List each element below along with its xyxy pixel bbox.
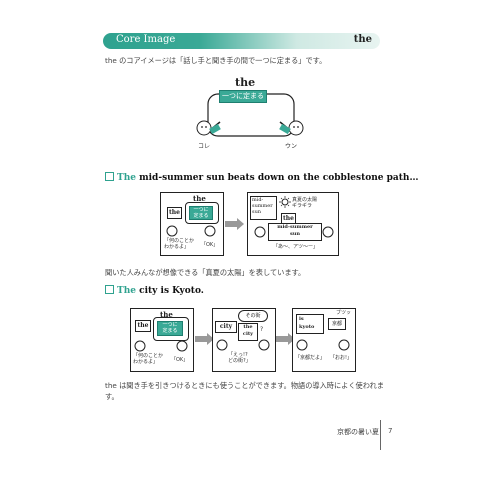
sun-icon	[279, 196, 291, 208]
arrow-right-icon	[225, 218, 244, 230]
right-person-icon	[288, 120, 304, 136]
footer-divider	[380, 420, 381, 450]
s1-p1-the-left: the	[167, 207, 182, 219]
core-left-label: コレ	[198, 143, 211, 150]
core-title: the	[235, 76, 256, 89]
core-illustration	[196, 93, 304, 137]
s1-p1-frame	[185, 202, 219, 224]
footer-title: 京都の暑い夏	[337, 428, 379, 436]
s2-p2-city: city	[215, 321, 237, 333]
s1-p2-word: mid- summer sun	[250, 196, 277, 220]
core-box: 一つに定まる	[219, 90, 267, 103]
s1-p1-question: 「何のことか わかるよ」	[164, 238, 195, 250]
s1-p2-sun-text: 真夏の太陽 ギラギラ	[292, 197, 318, 209]
s2-p3-iskyoto: is kyoto	[296, 314, 324, 334]
s2-p2-people-icon	[216, 339, 270, 351]
core-right-label: ウン	[285, 143, 298, 150]
header-title: Core Image	[116, 34, 176, 45]
s2-p1-box: 一つに 定まる	[157, 321, 183, 336]
s1-p2-people-icon	[254, 226, 334, 238]
s2-p3-people-icon	[296, 339, 350, 351]
s2-p3-kyoto: 京都	[328, 318, 346, 330]
s1-p2-speech: 「あ〜、アツ〜ー」	[273, 244, 319, 250]
s1-p1-the-top: the	[193, 194, 206, 203]
s2-p2-speech: 「えっ!? どの街?」	[228, 352, 251, 364]
s2-p3-puts: ブツッ	[336, 310, 352, 316]
s2-p1-the-left: the	[135, 320, 151, 332]
section2-heading: The city is Kyoto.	[105, 285, 204, 296]
s2-p1-frame	[153, 317, 189, 341]
s1-p1-people-icon	[166, 225, 216, 237]
s2-p1-the-top: the	[160, 310, 173, 319]
arrow-right-icon	[276, 333, 295, 345]
header-keyword: the	[353, 34, 372, 45]
s1-p1-box: 一つに 定まる	[189, 206, 213, 220]
s2-p2-the: the city	[238, 323, 258, 341]
s2-p1-question: 「何のことか わかるよ」	[133, 353, 164, 365]
header-bar	[103, 33, 380, 49]
s2-p2-bubble: その街	[238, 310, 268, 322]
intro-text: the のコアイメージは「話し手と聞き手の間で一つに定まる」です。	[105, 56, 327, 65]
s2-p3-speech-left: 「京都だよ」	[295, 355, 326, 361]
left-person-icon	[196, 120, 212, 136]
page-number: 7	[388, 427, 393, 435]
section1-heading: The mid-summer sun beats down on the cob…	[105, 172, 418, 183]
s2-p1-people-icon	[134, 340, 188, 352]
s1-p1-ok: 「OK」	[201, 242, 219, 248]
s2-p2-q: ?	[260, 326, 264, 333]
caption-1: 聞いた人みんなが想像できる「真夏の太陽」を表しています。	[105, 268, 306, 277]
s1-p2-box: mid-summer sun	[268, 223, 322, 241]
arrow-right-icon	[195, 333, 214, 345]
s2-p3-speech-right: 「おお!」	[330, 355, 353, 361]
s2-p1-ok: 「OK」	[171, 357, 189, 363]
caption-2: the は聞き手を引きつけるときにも使うことができます。物語の導入時によく使われ…	[105, 381, 384, 401]
